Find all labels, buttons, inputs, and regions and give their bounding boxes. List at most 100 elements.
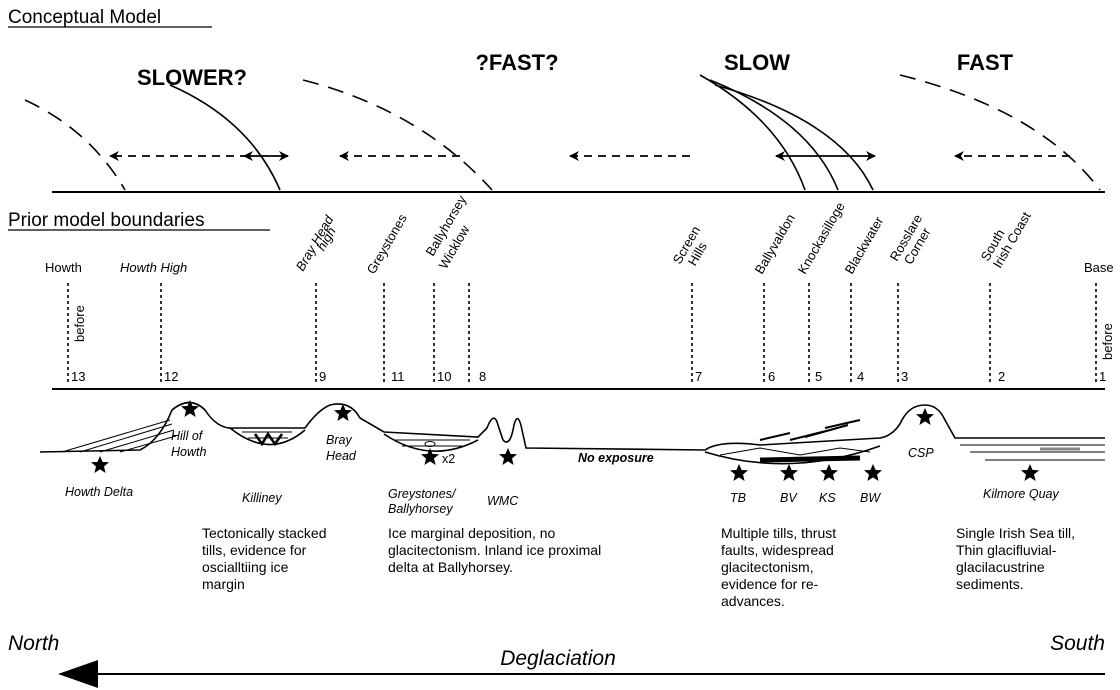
star-bv	[780, 464, 798, 481]
site-markers	[91, 400, 1039, 481]
boundary-number-1: 1	[1099, 369, 1106, 384]
south-label: South	[1050, 632, 1105, 655]
boundary-south-irish-coast: South Irish Coast	[978, 209, 1034, 271]
speed-label-slower: SLOWER?	[137, 65, 247, 90]
site-csp: CSP	[908, 446, 934, 460]
star-tb	[730, 464, 748, 481]
ice-margin-howth-dashed	[24, 99, 126, 191]
boundary-knockasilloge: Knockasilloge	[795, 200, 848, 277]
star-ks	[820, 464, 838, 481]
desc-wexford-1: Multiple tills, thrust	[721, 525, 836, 541]
boundary-base: Base	[1084, 260, 1114, 275]
desc-wicklow-1: Ice marginal deposition, no	[388, 525, 556, 541]
desc-wexford-4: evidence for re-	[721, 576, 819, 592]
site-bray-head-2: Head	[326, 449, 357, 463]
boundary-lines	[67, 283, 1097, 385]
ice-margin-slow-1	[699, 74, 806, 191]
desc-wexford-3: glacitectonism,	[721, 559, 814, 575]
desc-wexford-5: advances.	[721, 593, 785, 609]
boundary-greystones: Greystones	[364, 211, 410, 277]
desc-wexford-2: faults, widespread	[721, 542, 834, 558]
star-wmc	[499, 448, 517, 465]
wexford-thrust-faults	[759, 419, 861, 441]
desc-south-2: Thin glacifluvial-	[956, 542, 1057, 558]
killiney-basin	[229, 427, 306, 446]
prior-boundaries-heading: Prior model boundaries	[8, 210, 204, 231]
ice-margin-wicklow-dashed	[302, 79, 493, 191]
site-killiney: Killiney	[242, 491, 282, 505]
howth-delta-layers	[61, 419, 177, 453]
desc-south-4: sediments.	[956, 576, 1024, 592]
wexford-layer-1	[719, 447, 871, 456]
boundary-numbers: 13 12 9 11 10 8 7 6 5 4 3 2 1	[71, 369, 1106, 384]
wexford-dark-till	[759, 455, 861, 463]
site-wmc: WMC	[487, 494, 519, 508]
desc-north-1: Tectonically stacked	[202, 525, 327, 541]
ice-margin-slow-3	[714, 84, 874, 191]
site-bv: BV	[780, 491, 798, 505]
desc-south-3: glacilacustrine	[956, 559, 1045, 575]
north-label: North	[8, 632, 59, 655]
boundary-number-12: 12	[164, 369, 178, 384]
cross-section	[39, 401, 1105, 465]
boundary-screen-hills: Screen Hills	[670, 223, 711, 268]
star-kilmore-quay	[1021, 464, 1039, 481]
boundary-number-13: 13	[71, 369, 85, 384]
boundary-number-9: 9	[319, 369, 326, 384]
before-label-south: before	[1100, 323, 1115, 360]
boundary-howth: Howth	[45, 260, 82, 275]
star-howth-delta	[91, 456, 109, 473]
boundary-number-3: 3	[901, 369, 908, 384]
star-bw	[864, 464, 882, 481]
speed-label-fast-question: ?FAST?	[475, 50, 558, 75]
desc-north-3: oscialltiing ice	[202, 559, 289, 575]
site-greystones-2: Ballyhorsey	[388, 502, 453, 516]
site-hill-of-howth-1: Hill of	[171, 429, 204, 443]
boundary-number-10: 10	[437, 369, 451, 384]
deglaciation-arrowhead	[58, 660, 98, 688]
site-kilmore-quay: Kilmore Quay	[983, 487, 1059, 501]
killiney-stacked-tills	[253, 431, 284, 447]
site-no-exposure: No exposure	[578, 451, 654, 465]
boundary-number-2: 2	[998, 369, 1005, 384]
site-howth-delta: Howth Delta	[65, 485, 133, 499]
wexford-basin	[704, 445, 881, 465]
boundary-rosslare-corner: Rosslare Corner	[887, 212, 934, 267]
site-ks: KS	[819, 491, 836, 505]
site-tb: TB	[730, 491, 746, 505]
site-bray-head-1: Bray	[326, 433, 352, 447]
boundary-number-6: 6	[768, 369, 775, 384]
deglaciation-label: Deglaciation	[500, 647, 616, 670]
boundary-number-7: 7	[695, 369, 702, 384]
boundary-number-4: 4	[857, 369, 864, 384]
boundary-number-11: 11	[391, 369, 405, 384]
conceptual-model-heading: Conceptual Model	[8, 7, 161, 28]
before-label-north: before	[72, 305, 87, 342]
speed-label-fast: FAST	[957, 50, 1014, 75]
greystones-clast	[424, 441, 436, 447]
speed-label-slow: SLOW	[724, 50, 790, 75]
boundary-number-8: 8	[479, 369, 486, 384]
desc-wicklow-2: glacitectonism. Inland ice proximal	[388, 542, 601, 558]
killiney-layers	[242, 431, 292, 439]
site-hill-of-howth-2: Howth	[171, 445, 206, 459]
ice-margin-howth-solid	[169, 84, 281, 191]
desc-wicklow-3: delta at Ballyhorsey.	[388, 559, 513, 575]
boundary-bray-head-high: Bray Head high	[293, 212, 339, 273]
boundary-blackwater: Blackwater	[842, 213, 887, 276]
ice-margin-south-dashed	[899, 74, 1101, 191]
site-bw: BW	[860, 491, 881, 505]
boundary-howth-high: Howth High	[120, 260, 187, 275]
description-blocks: Tectonically stacked tills, evidence for…	[202, 525, 1075, 609]
ice-margin-curves	[24, 74, 1101, 191]
site-x2: x2	[442, 452, 455, 466]
boundary-ballyvaldon: Ballyvaldon	[752, 211, 798, 276]
site-greystones-1: Greystones/	[388, 487, 457, 501]
desc-north-4: margin	[202, 576, 245, 592]
star-csp	[916, 408, 934, 425]
kilmore-quay-layers	[960, 444, 1105, 461]
boundary-number-5: 5	[815, 369, 822, 384]
desc-north-2: tills, evidence for	[202, 542, 307, 558]
